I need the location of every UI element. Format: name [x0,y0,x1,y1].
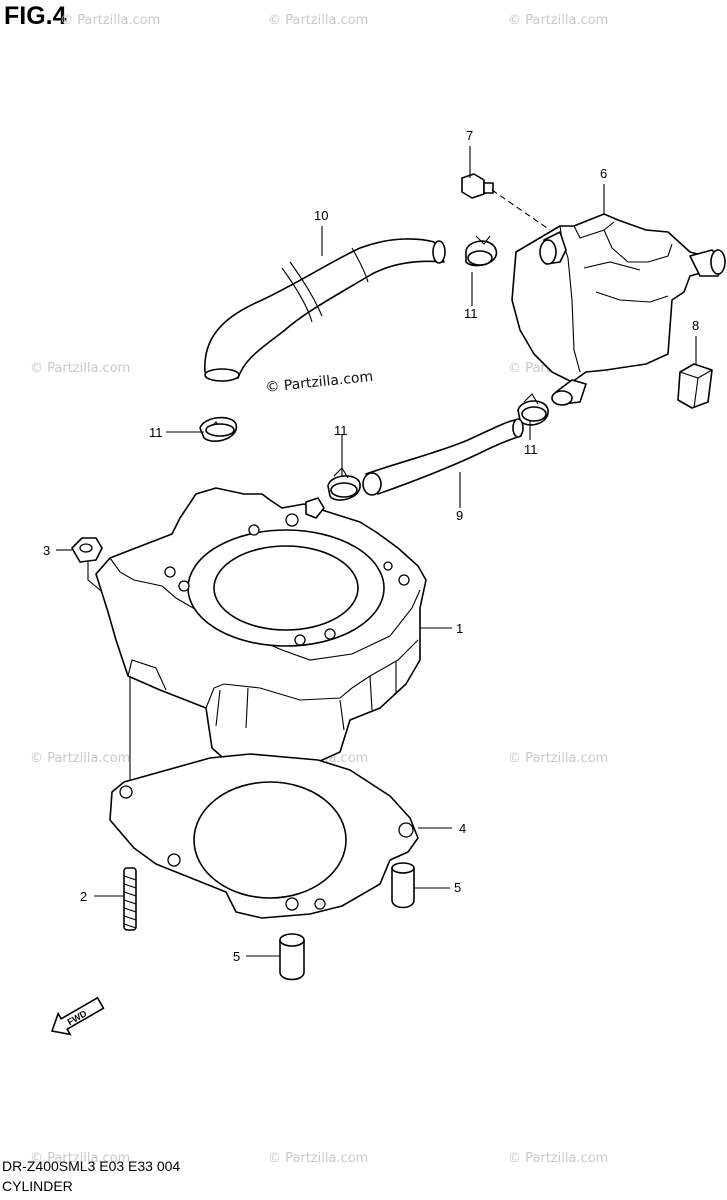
leader-lines [56,146,697,551]
callout-8: 8 [692,318,699,333]
watermark: © Partzilla.com [508,13,608,28]
part-5-dowel-right[interactable] [391,862,450,909]
callout-labels: 1 2 3 4 5 5 6 7 8 9 10 11 11 11 11 [43,128,699,964]
watermark: © Partzilla.com [30,361,130,376]
fwd-arrow-icon: FWD [50,996,105,1036]
callout-1: 1 [456,621,463,636]
callout-4: 4 [459,821,466,836]
watermark-center: © Partzilla.com [265,369,374,396]
callout-9: 9 [456,508,463,523]
part-1-cylinder[interactable] [95,487,452,790]
part-11-clamp-middle[interactable] [327,467,361,501]
part-7-bolt[interactable] [461,173,551,231]
part-2-stud[interactable] [94,867,137,931]
figure-title: FIG.4 [4,2,67,30]
callout-6: 6 [600,166,607,181]
callout-10: 10 [314,208,328,223]
watermark: © Partzilla.com [30,751,130,766]
watermark: © Partzilla.com [60,13,160,28]
part-11-clamp-upper[interactable] [465,235,497,267]
callout-11: 11 [524,442,538,457]
model-code: DR-Z400SML3 E03 E33 004 [2,1158,181,1174]
callout-5: 5 [233,949,240,964]
part-9-hose[interactable] [362,418,524,496]
watermark: © Partzilla.com [30,1151,130,1166]
part-4-gasket[interactable] [109,753,452,919]
part-11-clamp-left[interactable] [199,416,237,442]
callout-2: 2 [80,889,87,904]
part-11-clamp-right[interactable] [517,393,549,426]
part-5-dowel-left[interactable] [246,933,305,981]
section-name: CYLINDER [2,1178,73,1194]
callout-11: 11 [149,425,163,440]
watermark: © Partzilla.com [268,1151,368,1166]
part-6-housing[interactable] [511,213,726,406]
callout-7: 7 [466,128,473,143]
callout-3: 3 [43,543,50,558]
part-8-pad[interactable] [677,363,713,409]
callout-11: 11 [334,423,348,438]
part-10-hose[interactable] [204,238,446,382]
watermark: © Partzilla.com [508,751,608,766]
callout-5: 5 [454,880,461,895]
watermark: © Partzilla.com [508,1151,608,1166]
watermark: © Partzilla.com [268,13,368,28]
callout-11: 11 [464,306,478,321]
